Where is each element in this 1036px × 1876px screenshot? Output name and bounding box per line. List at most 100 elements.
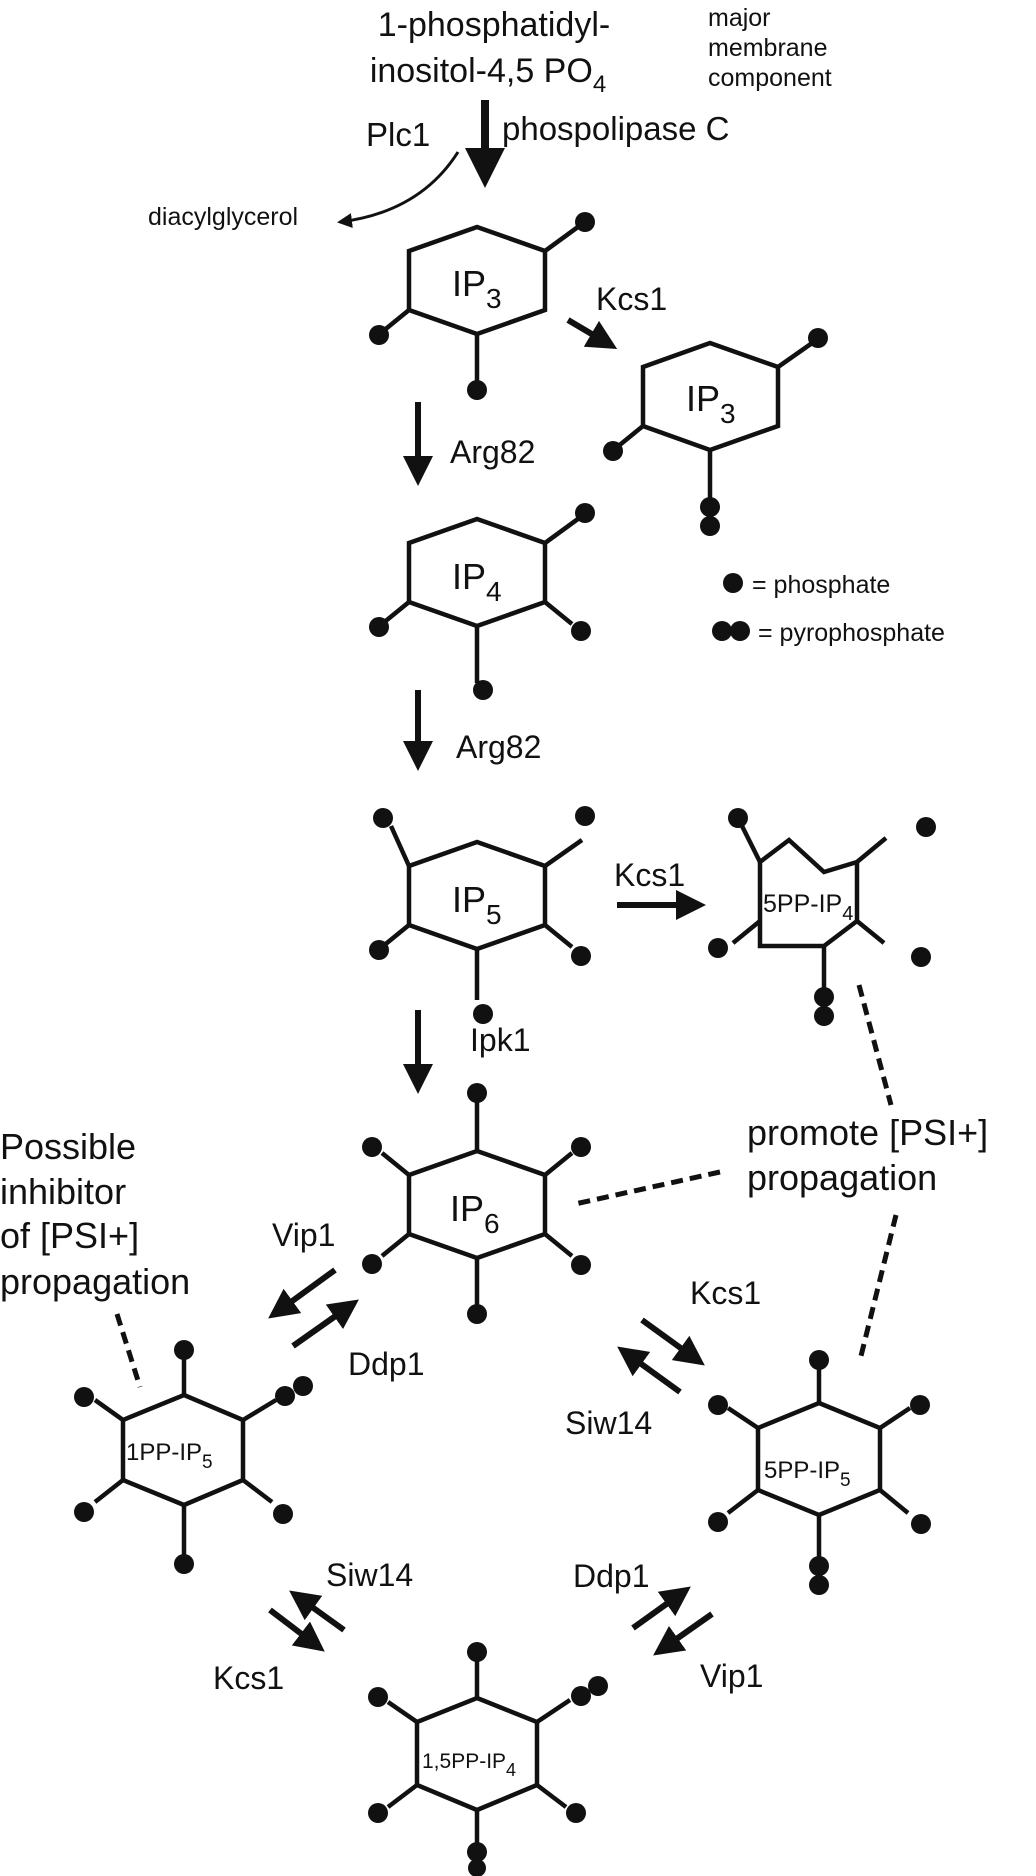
- phosphate-dot: [575, 806, 595, 826]
- promote-line1: promote [PSI+]: [747, 1112, 988, 1153]
- arrow-ddp1-reverse: [291, 1299, 359, 1349]
- pyrophosphate-dot: [814, 1006, 834, 1026]
- phosphate-dot: [467, 1304, 487, 1324]
- molecule-5pp-ip5: 5PP-IP5: [708, 1350, 931, 1595]
- molecule-ip3: IP3: [369, 212, 595, 400]
- precursor-line1: 1-phosphatidyl-: [378, 6, 610, 44]
- enzyme-arg82-ip4: Arg82: [450, 434, 535, 470]
- enzyme-plc1-label: Plc1: [366, 116, 430, 153]
- phosphate-dot: [369, 325, 389, 345]
- phosphate-dot: [467, 380, 487, 400]
- legend-pyrophosphate-dot: [730, 621, 750, 641]
- phosphate-dot: [368, 1687, 388, 1707]
- arrow-kcs1-forward: [640, 1317, 705, 1366]
- note-line2: membrane: [708, 34, 828, 62]
- 1-5pp-ip4-label: 1,5PP-IP4: [422, 1750, 516, 1780]
- dashed-link-1pp-ip5: [114, 1313, 143, 1388]
- phosphate-dot: [566, 1803, 586, 1823]
- precursor-line2: inositol-4,5 PO4: [370, 52, 606, 98]
- pyrophosphate-dot: [809, 1575, 829, 1595]
- ip4-label: IP4: [452, 556, 502, 607]
- pyrophosphate-dot: [814, 987, 834, 1007]
- legend: = phosphate = pyrophosphate: [712, 571, 945, 647]
- pyrophosphate-dot: [467, 1842, 487, 1862]
- phosphate-dot: [368, 1803, 388, 1823]
- pyrophosphate-dot: [468, 1859, 486, 1876]
- pyrophosphate-dot: [588, 1676, 608, 1696]
- phosphate-dot: [728, 808, 748, 828]
- phosphate-dot: [571, 1137, 591, 1157]
- ip5-label: IP5: [452, 879, 502, 930]
- arrow-siw14-reverse: [617, 1346, 682, 1395]
- enzyme-arg82-ip5: Arg82: [456, 729, 541, 765]
- phosphate-dot: [362, 1254, 382, 1274]
- legend-pyrophosphate-dot: [712, 621, 732, 641]
- phosphate-dot: [174, 1554, 194, 1574]
- legend-phosphate-dot: [723, 573, 743, 593]
- molecule-ip3-pyrophosphate: IP3: [603, 328, 828, 536]
- phosphate-dot: [911, 1514, 931, 1534]
- phosphate-dot: [571, 621, 591, 641]
- legend-phosphate-label: = phosphate: [752, 571, 890, 599]
- arrow-kcs1-lower: [268, 1607, 325, 1652]
- note-line3: component: [708, 64, 832, 92]
- phosphate-dot: [362, 1137, 382, 1157]
- phosphate-dot: [575, 503, 595, 523]
- phosphate-dot: [571, 1255, 591, 1275]
- dashed-link-5pp-ip4: [856, 984, 894, 1106]
- phosphate-dot: [808, 328, 828, 348]
- phosphate-dot: [571, 946, 591, 966]
- 5pp-ip4-label: 5PP-IP4: [763, 890, 853, 925]
- enzyme-siw14-right: Siw14: [565, 1405, 652, 1441]
- phosphate-dot: [369, 940, 389, 960]
- molecule-ip6: IP6: [362, 1083, 591, 1324]
- enzyme-vip1-upper: Vip1: [272, 1217, 335, 1253]
- phosphate-dot: [575, 212, 595, 232]
- enzyme-ipk1: Ipk1: [470, 1022, 530, 1058]
- phosphate-dot: [910, 1395, 930, 1415]
- enzyme-kcs1-lower: Kcs1: [213, 1660, 284, 1696]
- pyrophosphate-dot: [809, 1556, 829, 1576]
- note-line1: major: [708, 4, 771, 32]
- enzyme-kcs1-right: Kcs1: [690, 1275, 761, 1311]
- molecule-1pp-ip5: 1PP-IP5: [74, 1340, 313, 1574]
- 5pp-ip5-label: 5PP-IP5: [764, 1457, 851, 1491]
- inhibitor-line3: of [PSI+]: [0, 1215, 139, 1256]
- phosphate-dot: [369, 617, 389, 637]
- inhibitor-line1: Possible: [0, 1126, 136, 1167]
- phosphate-dot: [273, 1504, 293, 1524]
- phosphate-dot: [708, 1512, 728, 1532]
- molecule-1-5pp-ip4: 1,5PP-IP4: [368, 1642, 608, 1876]
- promote-line2: propagation: [747, 1157, 937, 1198]
- enzyme-phospholipase-label: phospolipase C: [502, 110, 730, 147]
- ip3-label: IP3: [452, 263, 502, 314]
- legend-pyrophosphate-label: = pyrophosphate: [758, 619, 945, 647]
- phosphate-dot: [603, 441, 623, 461]
- phosphate-dot: [473, 1004, 493, 1024]
- arrow-vip1-lower: [653, 1611, 714, 1656]
- arrow-vip1-forward: [268, 1267, 337, 1319]
- enzyme-kcs1-ip3: Kcs1: [596, 281, 667, 317]
- promote-psi-annotation: promote [PSI+] propagation: [574, 984, 988, 1361]
- phosphate-dot: [467, 1083, 487, 1103]
- phosphate-dot: [467, 1642, 487, 1662]
- molecule-ip4: IP4: [369, 503, 595, 700]
- dashed-link-ip6: [574, 1169, 721, 1207]
- inhibitor-line4: propagation: [0, 1261, 190, 1302]
- dashed-link-5pp-ip5: [857, 1214, 899, 1361]
- enzyme-vip1-lower: Vip1: [700, 1658, 763, 1694]
- arrow-ddp1-lower: [631, 1586, 691, 1631]
- phosphate-dot: [809, 1350, 829, 1370]
- arrow-kcs1-ip3: [566, 317, 618, 350]
- phosphate-dot: [74, 1387, 94, 1407]
- molecule-5pp-ip4: 5PP-IP4: [708, 808, 936, 1026]
- inhibitor-line2: inhibitor: [0, 1171, 126, 1212]
- byproduct-label: diacylglycerol: [148, 203, 298, 231]
- precursor-label: 1-phosphatidyl- inositol-4,5 PO4: [370, 6, 610, 98]
- phosphate-dot: [174, 1340, 194, 1360]
- phosphate-dot: [911, 947, 931, 967]
- phosphate-dot: [708, 938, 728, 958]
- 1pp-ip5-label: 1PP-IP5: [126, 1439, 213, 1473]
- pyrophosphate-dot: [571, 1686, 591, 1706]
